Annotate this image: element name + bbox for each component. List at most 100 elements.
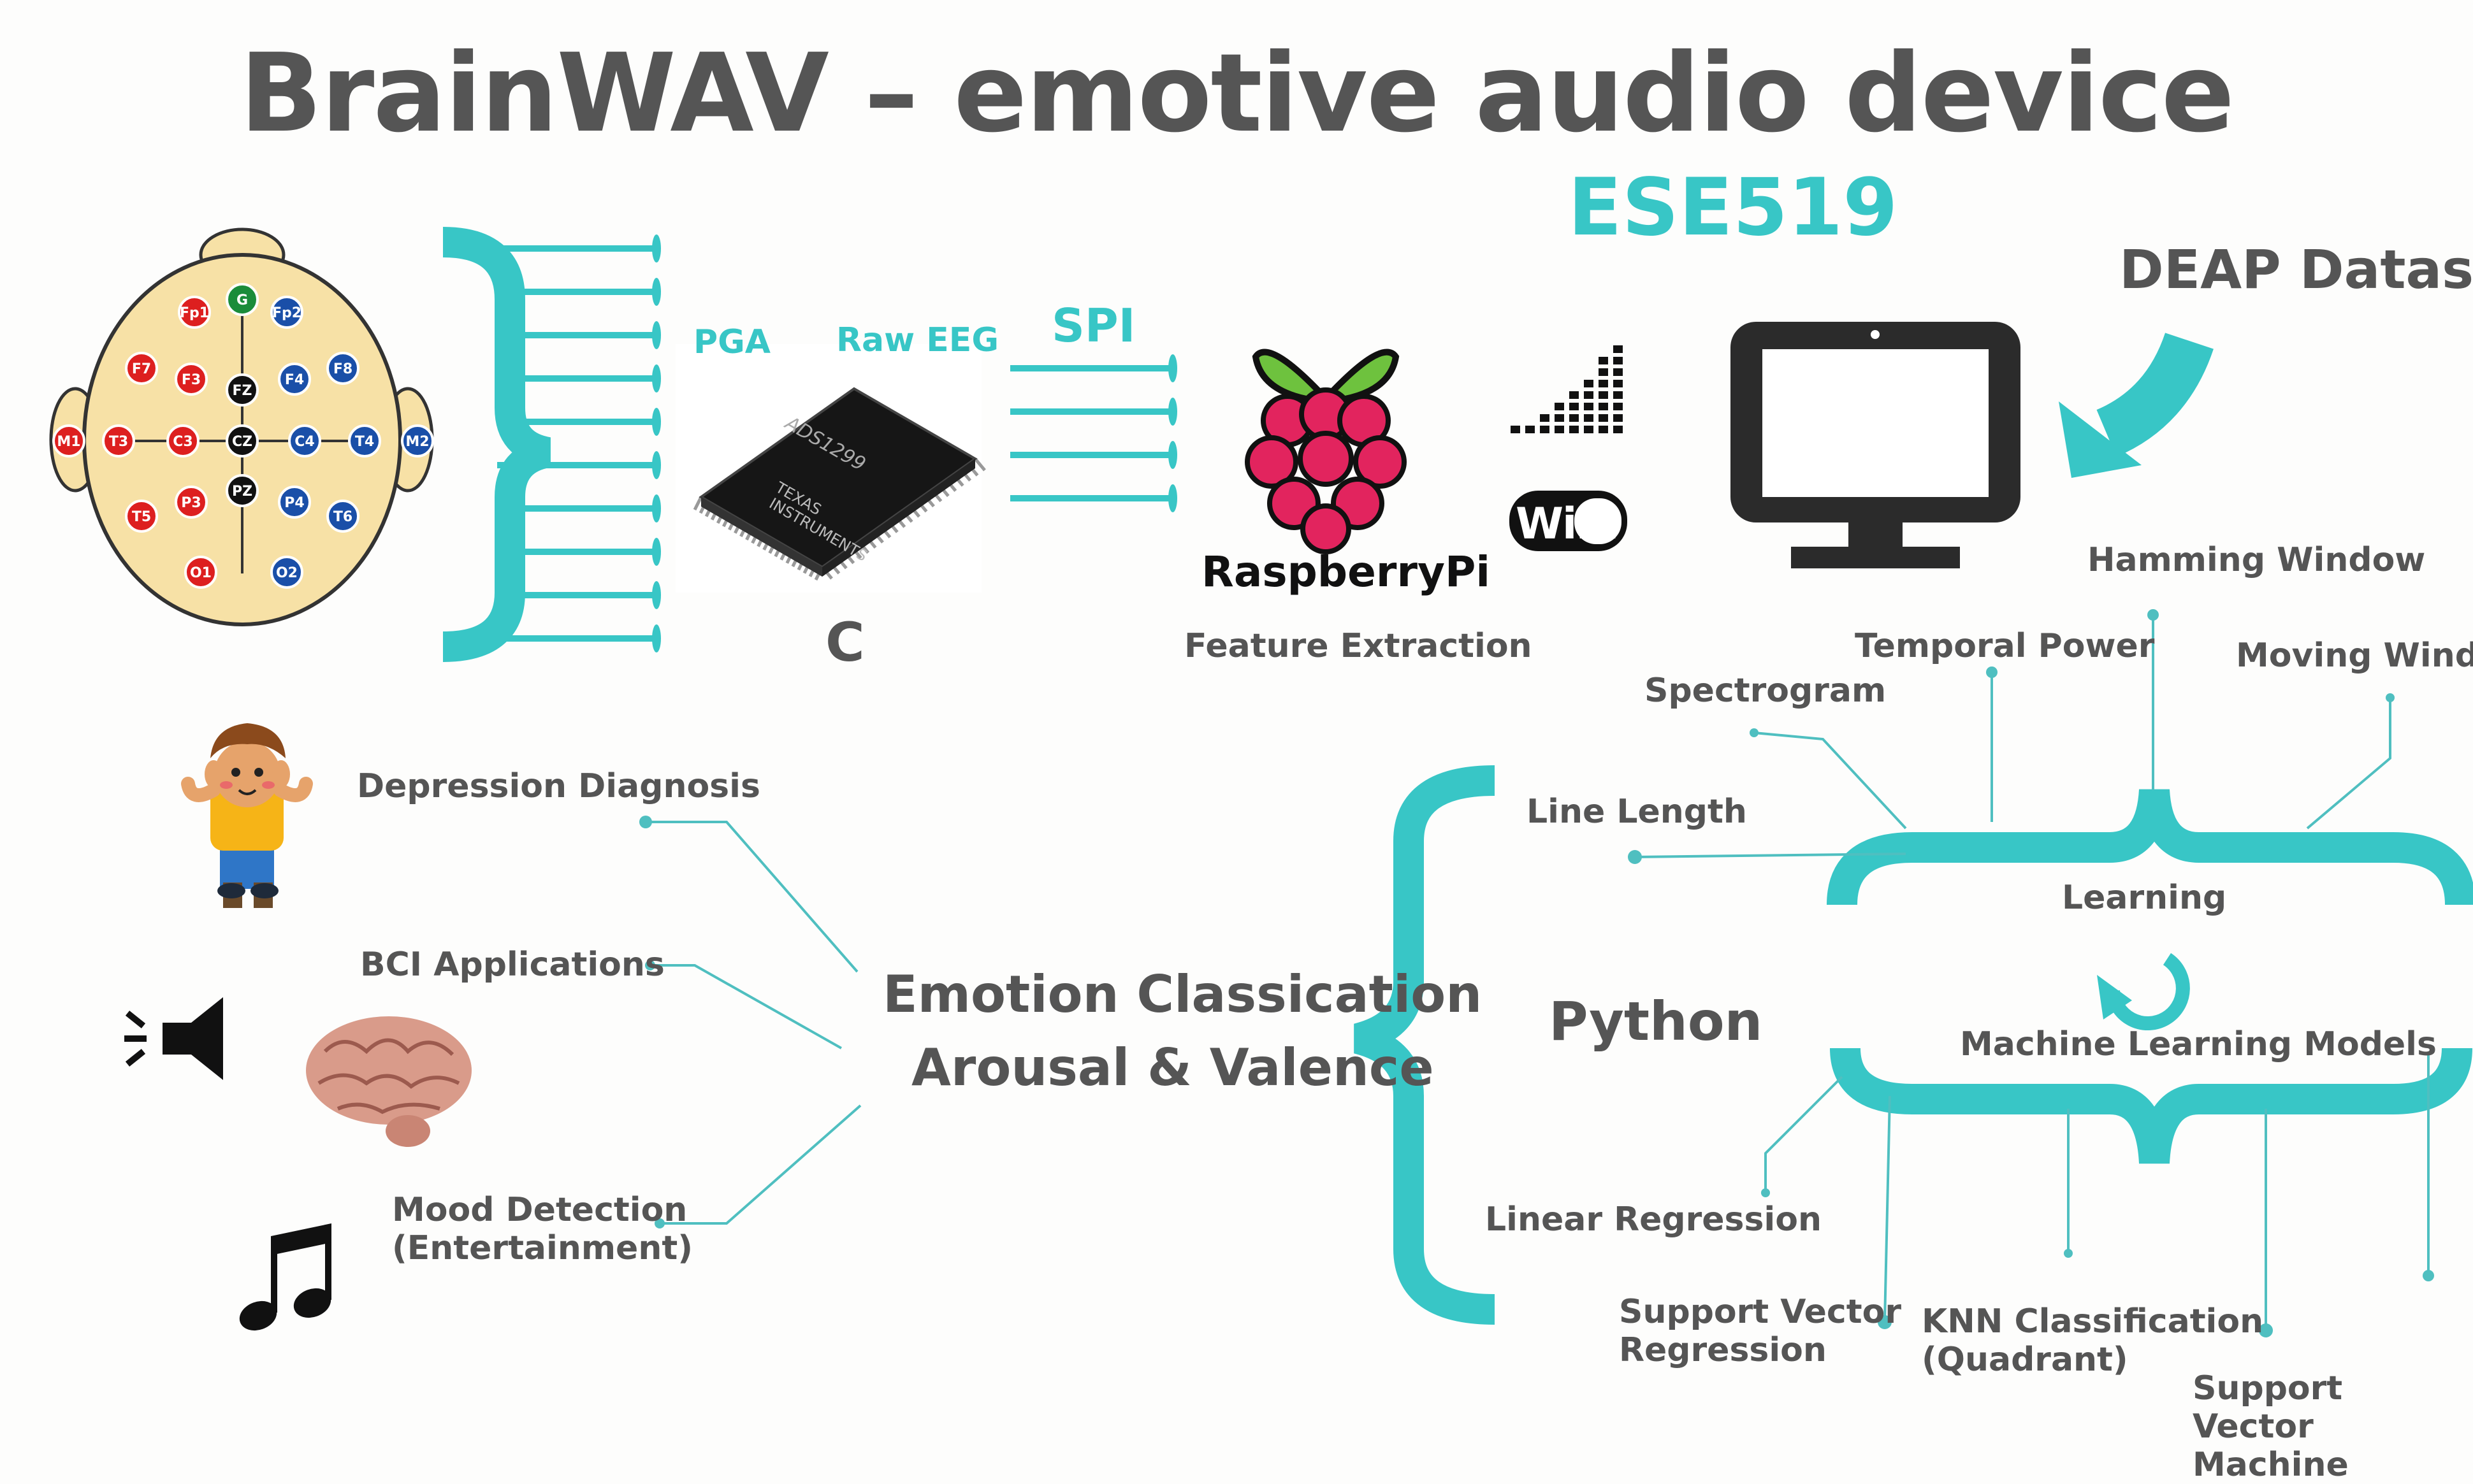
electrode-label: M1 bbox=[57, 434, 80, 450]
spi-line-end bbox=[1168, 398, 1177, 426]
electrode-brace bbox=[442, 227, 551, 662]
electrode-cz: CZ bbox=[226, 424, 259, 457]
svr-label: Support Vector Regression bbox=[1619, 1293, 1901, 1369]
raw-eeg-label: Raw EEG bbox=[836, 321, 999, 359]
electrode-label: T5 bbox=[132, 509, 151, 525]
python-label: Python bbox=[1549, 990, 1763, 1053]
electrode-line-end bbox=[652, 234, 661, 263]
electrode-f3: F3 bbox=[175, 363, 208, 396]
spi-lines bbox=[1010, 354, 1177, 512]
ads1299-chip-icon: ADS1299 TEXAS INSTRUMENTS bbox=[676, 344, 986, 593]
spi-line-end bbox=[1168, 354, 1177, 382]
electrode-o1: O1 bbox=[184, 556, 217, 589]
curved-arrow-icon bbox=[2059, 332, 2214, 478]
electrode-t3: T3 bbox=[102, 424, 135, 457]
electrode-label: T4 bbox=[355, 434, 374, 450]
electrode-label: O1 bbox=[190, 565, 212, 581]
ml-models-label: Machine Learning Models bbox=[1960, 1025, 2437, 1063]
monitor-icon bbox=[1730, 322, 2020, 568]
refresh-cycle-icon bbox=[2097, 953, 2190, 1030]
learning-label: Learning bbox=[2062, 879, 2227, 917]
wifi-label: WiFi bbox=[1516, 499, 1618, 549]
electrode-line-end bbox=[652, 451, 661, 479]
electrode-line-end bbox=[652, 581, 661, 609]
electrode-t6: T6 bbox=[326, 500, 359, 533]
electrode-fp1: Fp1 bbox=[178, 296, 211, 329]
electrode-label: O2 bbox=[276, 565, 298, 581]
bci-applications-label: BCI Applications bbox=[360, 946, 665, 984]
electrode-label: FZ bbox=[233, 383, 252, 399]
electrode-t4: T4 bbox=[348, 424, 381, 457]
electrode-m1: M1 bbox=[52, 424, 85, 457]
electrode-label: F4 bbox=[285, 372, 304, 388]
electrode-label: CZ bbox=[232, 434, 252, 450]
mood-detection-label: Mood Detection (Entertainment) bbox=[392, 1191, 693, 1267]
c-language-label: C bbox=[825, 611, 865, 674]
svm-label: Support Vector Machine bbox=[2193, 1369, 2349, 1484]
feature-extraction-label: Feature Extraction bbox=[1184, 627, 1532, 665]
deap-dataset-label: DEAP Dataset bbox=[2119, 238, 2473, 301]
electrode-c4: C4 bbox=[288, 424, 321, 457]
electrode-label: M2 bbox=[405, 434, 429, 450]
wifi-logo-icon: WiFi bbox=[1509, 491, 1627, 551]
raspberry-pi-label: RaspberryPi bbox=[1201, 547, 1491, 596]
hamming-window-label: Hamming Window bbox=[2087, 541, 2426, 579]
electrode-label: Fp1 bbox=[180, 305, 209, 321]
pga-label: PGA bbox=[693, 323, 771, 361]
electrode-label: F8 bbox=[333, 361, 352, 377]
electrode-lines bbox=[497, 234, 661, 652]
electrode-m2: M2 bbox=[401, 424, 434, 457]
knn-label: KNN Classification (Quadrant) bbox=[1922, 1302, 2264, 1379]
electrode-f4: F4 bbox=[278, 363, 311, 396]
electrode-g: G bbox=[226, 283, 259, 316]
electrode-c3: C3 bbox=[166, 424, 199, 457]
emotion-brace bbox=[1353, 765, 1495, 1325]
temporal-power-label: Temporal Power bbox=[1855, 627, 2155, 665]
electrode-pz: PZ bbox=[226, 474, 259, 507]
electrode-label: PZ bbox=[232, 484, 252, 500]
spi-label: SPI bbox=[1052, 299, 1136, 352]
electrode-label: F7 bbox=[132, 361, 151, 377]
electrode-label: P4 bbox=[284, 495, 304, 511]
electrode-t5: T5 bbox=[125, 500, 158, 533]
electrode-fp2: Fp2 bbox=[270, 296, 303, 329]
electrode-p3: P3 bbox=[175, 486, 208, 519]
line-length-label: Line Length bbox=[1527, 793, 1747, 831]
page-title: BrainWAV – emotive audio device bbox=[239, 31, 2235, 157]
linear-regression-label: Linear Regression bbox=[1485, 1200, 1822, 1239]
electrode-line-end bbox=[652, 538, 661, 566]
music-note-icon bbox=[239, 1223, 331, 1331]
electrode-f7: F7 bbox=[125, 352, 158, 385]
arousal-valence-label: Arousal & Valence bbox=[911, 1038, 1434, 1097]
connector-dots bbox=[639, 609, 2434, 1337]
child-figure-icon bbox=[181, 723, 313, 908]
electrode-line-end bbox=[652, 321, 661, 349]
electrode-label: F3 bbox=[182, 372, 201, 388]
electrode-line-end bbox=[652, 624, 661, 652]
signal-strength-icon bbox=[1511, 345, 1623, 433]
electrode-label: Fp2 bbox=[272, 305, 301, 321]
electrode-label: T6 bbox=[333, 509, 352, 525]
brain-icon bbox=[306, 1016, 472, 1147]
electrode-fz: FZ bbox=[226, 373, 259, 407]
emotion-classification-label: Emotion Classication bbox=[883, 965, 1483, 1024]
electrode-f8: F8 bbox=[326, 352, 359, 385]
electrode-p4: P4 bbox=[278, 486, 311, 519]
spi-line-end bbox=[1168, 484, 1177, 512]
electrode-line-end bbox=[652, 494, 661, 522]
spi-line-end bbox=[1168, 441, 1177, 469]
course-code: ESE519 bbox=[1568, 162, 1898, 254]
electrode-label: G bbox=[236, 292, 248, 308]
electrode-label: T3 bbox=[109, 434, 128, 450]
depression-diagnosis-label: Depression Diagnosis bbox=[357, 767, 760, 805]
moving-window-label: Moving Window bbox=[2236, 637, 2473, 675]
ml-models-brace bbox=[1830, 1047, 2472, 1164]
speaker-icon bbox=[124, 997, 223, 1080]
electrode-line-end bbox=[652, 408, 661, 436]
electrode-label: C4 bbox=[294, 434, 314, 450]
electrode-o2: O2 bbox=[270, 556, 303, 589]
electrode-label: P3 bbox=[181, 495, 201, 511]
electrode-label: C3 bbox=[173, 434, 192, 450]
